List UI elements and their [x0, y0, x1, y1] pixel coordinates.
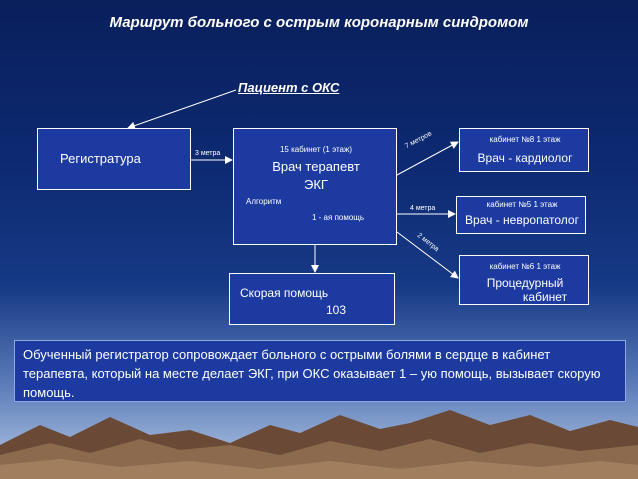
distance-registry-therapist: 3 метра	[195, 150, 221, 157]
patient-label: Пациент с ОКС	[238, 80, 340, 95]
page-title: Маршрут больного с острым коронарным син…	[109, 14, 529, 31]
procedure-room-floor: кабинет №6 1 этаж	[489, 262, 561, 271]
registry-label: Регистратура	[60, 151, 141, 166]
therapist-first-aid: 1 - ая помощь	[312, 213, 365, 222]
distance-to-neurologist: 4 метра	[410, 205, 436, 212]
registry-box: Регистратура	[37, 128, 191, 190]
therapist-room: 15 кабинет (1 этаж)	[279, 145, 353, 154]
procedure-room-line2: кабинет	[522, 290, 568, 304]
cardiologist-room: кабинет №8 1 этаж	[489, 135, 561, 144]
procedure-room-box: кабинет №6 1 этаж Процедурный кабинет	[459, 255, 589, 305]
ambulance-label: Скорая помощь	[240, 286, 329, 300]
cardiologist-box: кабинет №8 1 этаж Врач - кардиолог	[459, 128, 589, 172]
mountains-illustration	[0, 410, 638, 479]
neurologist-room: кабинет №5 1 этаж	[486, 200, 558, 209]
procedure-room-line1: Процедурный	[486, 276, 564, 290]
neurologist-box: кабинет №5 1 этаж Врач - невропатолог	[456, 196, 586, 234]
neurologist-name: Врач - невропатолог	[465, 213, 579, 227]
therapist-title: Врач терапевт	[272, 159, 360, 174]
explanation-note: Обученный регистратор сопровождает больн…	[14, 340, 626, 402]
ambulance-number: 103	[326, 303, 347, 317]
cardiologist-name: Врач - кардиолог	[477, 151, 573, 165]
therapist-algorithm: Алгоритм	[246, 197, 282, 206]
ambulance-box: Скорая помощь 103	[229, 273, 395, 325]
therapist-box: 15 кабинет (1 этаж) Врач терапевт ЭКГ Ал…	[233, 128, 397, 245]
therapist-ecg: ЭКГ	[304, 177, 328, 192]
